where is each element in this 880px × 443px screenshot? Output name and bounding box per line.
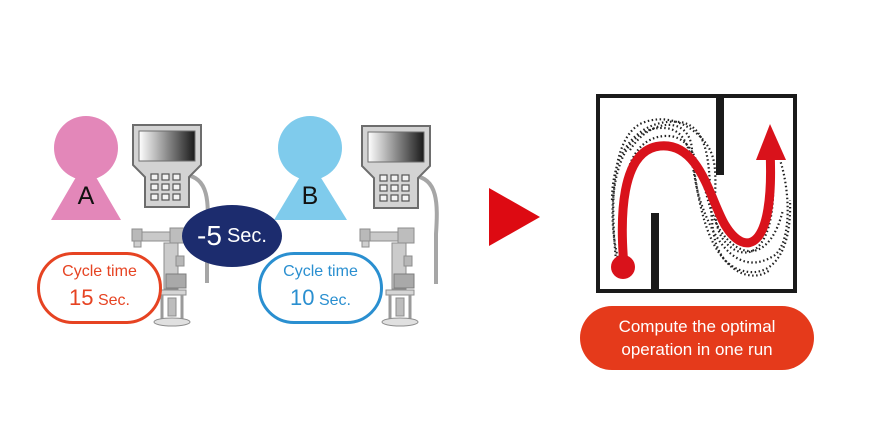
- cycle-time-a-value: 15 Sec.: [69, 284, 130, 315]
- cycle-time-a-number: 15: [69, 284, 94, 310]
- person-b-icon: [274, 116, 347, 220]
- maze-icon: [596, 94, 797, 293]
- cycle-time-a-box: Cycle time 15 Sec.: [37, 252, 162, 324]
- operator-a-letter: A: [77, 182, 95, 210]
- cycle-time-b-box: Cycle time 10 Sec.: [258, 252, 383, 324]
- time-difference-badge: -5 Sec.: [182, 205, 282, 267]
- cycle-time-b-value: 10 Sec.: [290, 284, 351, 315]
- result-line-2: operation in one run: [621, 340, 773, 359]
- play-arrow-icon: [489, 188, 540, 246]
- time-difference-value: -5: [197, 220, 222, 251]
- cycle-time-b-number: 10: [290, 284, 315, 310]
- cycle-time-b-unit: Sec.: [318, 291, 351, 309]
- result-line-1: Compute the optimal: [618, 317, 776, 336]
- optimal-path-arrow-icon: [617, 141, 776, 271]
- cycle-time-a-unit: Sec.: [97, 291, 130, 309]
- operator-b-letter: B: [301, 182, 319, 210]
- result-pill: Compute the optimal operation in one run: [580, 306, 814, 370]
- person-a-icon: [51, 116, 121, 220]
- cycle-time-a-label: Cycle time: [62, 262, 137, 280]
- time-difference-unit: Sec.: [226, 224, 267, 247]
- cycle-time-b-label: Cycle time: [283, 262, 358, 280]
